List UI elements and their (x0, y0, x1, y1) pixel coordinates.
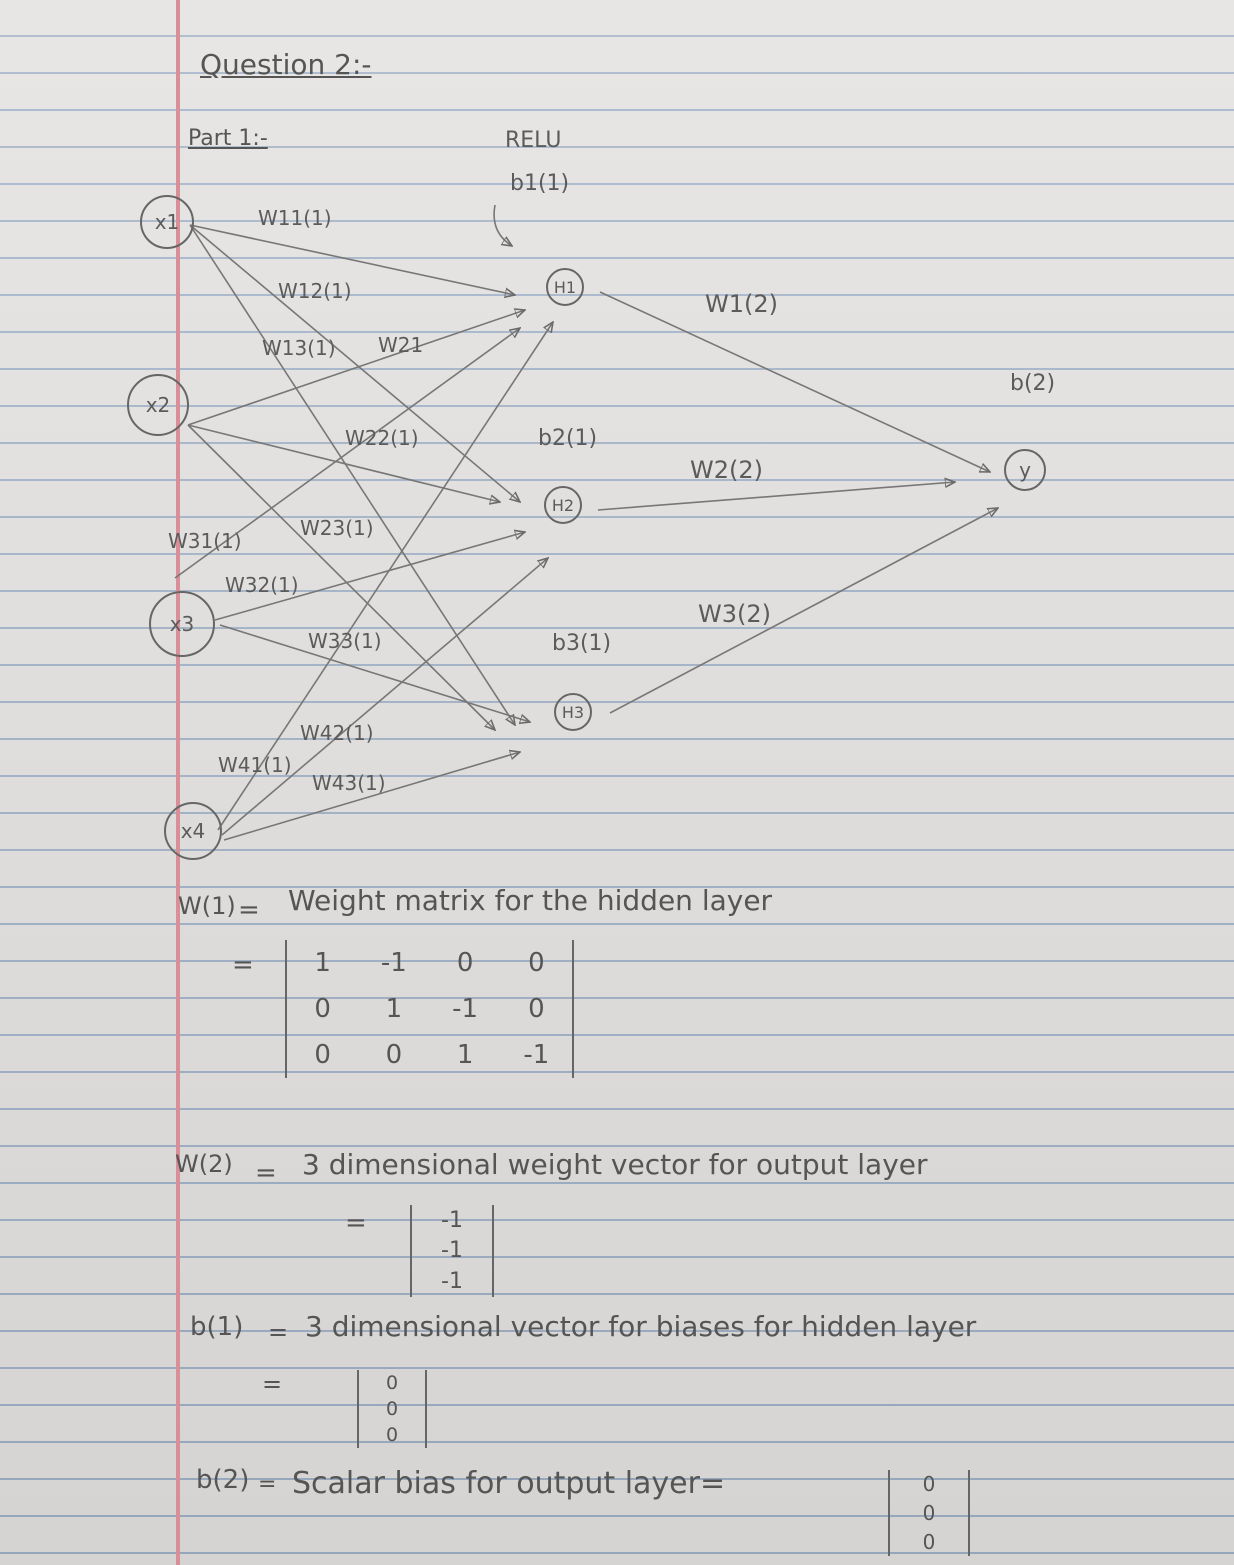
node-h1 (546, 268, 584, 306)
weight-label-w23: W23(1) (300, 516, 374, 540)
b2-symbol: b(2) (196, 1465, 250, 1495)
edge-x3-h1 (174, 328, 520, 579)
b2-description: Scalar bias for output layer= (292, 1466, 726, 1501)
w1-description: Weight matrix for the hidden layer (288, 884, 773, 917)
weight-label-w32: W32(1) (225, 573, 299, 597)
margin-line (176, 0, 180, 1565)
w1-equals: = (238, 895, 260, 925)
b1-equals-2: = (262, 1370, 283, 1398)
edge-x2-h3 (187, 424, 495, 730)
w1-symbol: W(1) (178, 892, 236, 920)
node-x3 (149, 591, 215, 657)
b2-vector: 0 0 0 (888, 1470, 970, 1556)
edge-x2-h1 (187, 310, 525, 426)
w1-matrix: 1 -1 0 0 0 1 -1 0 0 0 1 -1 (285, 940, 574, 1078)
w2-cell: -1 (441, 1238, 463, 1264)
w1-cell: 1 (456, 1040, 474, 1070)
w2-description: 3 dimensional weight vector for output l… (302, 1148, 928, 1181)
w2-vector: -1 -1 -1 (410, 1205, 494, 1297)
b2-cell: 0 (922, 1500, 936, 1525)
weight-label-w3-out: W3(2) (698, 600, 771, 628)
edge-x4-h2 (221, 558, 548, 836)
weight-label-w13: W13(1) (262, 336, 336, 360)
weight-label-w1-out: W1(2) (705, 290, 778, 318)
b2-equals: = (258, 1472, 277, 1497)
node-label-x1: x1 (155, 210, 180, 234)
weight-label-w12: W12(1) (278, 279, 352, 303)
b1-symbol: b(1) (190, 1312, 244, 1342)
edge-h3-y (609, 508, 998, 714)
node-x4 (164, 802, 222, 860)
w1-cell: -1 (380, 948, 407, 978)
edge-x4-h1 (217, 322, 553, 831)
node-label-h2: H2 (552, 496, 574, 515)
b1-vector: 0 0 0 (357, 1370, 427, 1448)
w1-cell: 0 (528, 948, 545, 978)
edge-x4-h3 (223, 752, 520, 841)
b1-cell: 0 (385, 1424, 399, 1446)
b1-cell: 0 (385, 1398, 399, 1420)
node-h3 (554, 693, 592, 731)
weight-label-w21: W21 (378, 333, 423, 357)
edge-x1-h1 (189, 224, 515, 295)
w2-equals: = (255, 1158, 277, 1188)
node-x1 (140, 195, 194, 249)
w1-cell: -1 (452, 994, 479, 1024)
weight-label-w2-out: W2(2) (690, 456, 763, 484)
b2-cell: 0 (922, 1529, 936, 1554)
bias-label-h1: b1(1) (510, 171, 569, 196)
w1-cell: 1 (314, 948, 331, 978)
b1-description: 3 dimensional vector for biases for hidd… (305, 1310, 977, 1343)
node-x2 (127, 374, 189, 436)
node-h2 (544, 486, 582, 524)
neural-network-diagram: x1 x2 x3 x4 H1 H2 H3 y RELU b1(1) b2(1) … (127, 128, 1055, 860)
weight-label-w42: W42(1) (300, 721, 374, 745)
edge-x3-h2 (214, 532, 525, 621)
part-label: Part 1:- (188, 126, 268, 151)
node-y (1004, 449, 1046, 491)
w1-cell: 0 (314, 994, 331, 1024)
w1-cell: 0 (528, 994, 545, 1024)
w2-cell: -1 (441, 1269, 463, 1295)
w1-cell: 0 (314, 1040, 331, 1070)
weight-label-w22: W22(1) (345, 426, 419, 450)
bias-label-h3: b3(1) (552, 631, 611, 656)
node-label-x4: x4 (181, 819, 206, 843)
w1-cell: -1 (523, 1040, 550, 1070)
b1-cell: 0 (385, 1372, 399, 1394)
w1-cell: 1 (385, 994, 403, 1024)
w2-equals-2: = (345, 1208, 367, 1238)
edge-h2-y (597, 482, 955, 511)
activation-label: RELU (505, 128, 561, 153)
edge-x2-h2 (187, 424, 500, 502)
node-label-h3: H3 (562, 703, 584, 722)
edge-x1-h3 (189, 224, 515, 725)
edge-h1-y (599, 291, 990, 472)
question-title: Question 2:- (200, 48, 372, 81)
weight-label-w33: W33(1) (308, 629, 382, 653)
node-label-x2: x2 (146, 393, 171, 417)
weight-label-w31: W31(1) (168, 529, 242, 553)
node-label-h1: H1 (554, 278, 576, 297)
node-label-y: y (1019, 458, 1031, 482)
weight-label-w41: W41(1) (218, 753, 292, 777)
weight-label-w43: W43(1) (312, 771, 386, 795)
weight-label-w11: W11(1) (258, 206, 332, 230)
w2-symbol: W(2) (175, 1150, 233, 1178)
node-label-x3: x3 (170, 612, 195, 636)
edge-x3-h3 (219, 624, 530, 722)
w1-cell: 0 (385, 1040, 403, 1070)
b2-cell: 0 (922, 1472, 936, 1497)
bias-label-output: b(2) (1010, 371, 1055, 396)
w1-cell: 0 (456, 948, 474, 978)
bias-label-h2: b2(1) (538, 426, 597, 451)
w2-cell: -1 (441, 1207, 463, 1233)
bias-arrow-h1 (493, 204, 512, 246)
w1-equals-2: = (232, 950, 254, 980)
b1-equals: = (268, 1318, 289, 1346)
